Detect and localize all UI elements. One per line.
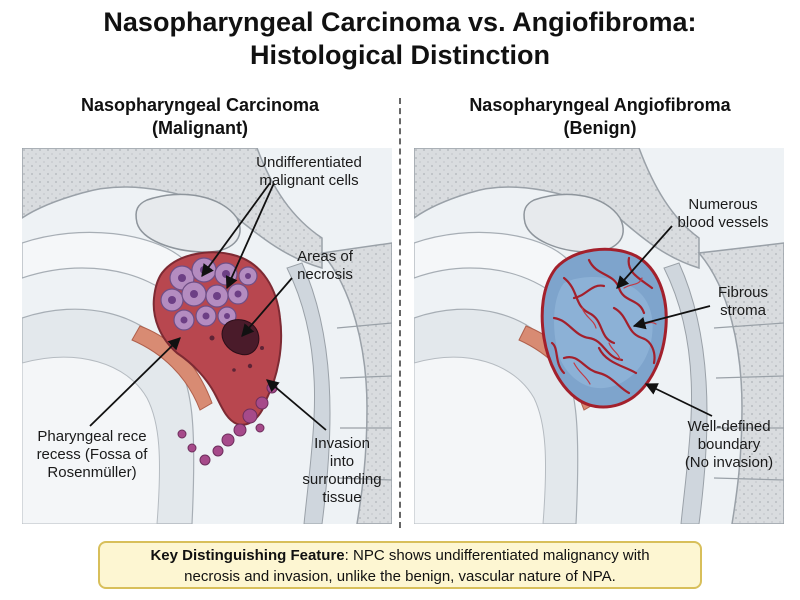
label-well-defined-boundary: Well-defined boundary (No invasion) — [676, 418, 782, 472]
label-pharyngeal-recess-line-1: Pharyngeal rece — [37, 428, 147, 445]
page-title: Nasopharyngeal Carcinoma vs. Angiofibrom… — [0, 6, 800, 72]
arrow-boundary — [644, 383, 713, 417]
label-invasion-line-4: tissue — [322, 489, 362, 506]
label-boundary-line-2: boundary — [697, 436, 761, 453]
label-blood-vessels-line-1: Numerous — [688, 196, 758, 213]
label-necrosis-line-1: Areas of — [297, 248, 353, 265]
label-invasion-line-2: into — [329, 453, 355, 470]
label-malignant-cells-line-2: malignant cells — [259, 172, 359, 189]
label-necrosis: Areas of necrosis — [280, 248, 370, 284]
arrow-cells-2 — [225, 182, 275, 290]
label-malignant-cells-line-1: Undifferentiated — [256, 154, 362, 171]
label-blood-vessels: Numerous blood vessels — [664, 196, 782, 232]
key-feature-text-2: necrosis and invasion, unlike the benign… — [184, 568, 616, 585]
vertebra-lines — [336, 322, 392, 481]
label-fibrous-stroma-line-2: stroma — [720, 302, 766, 319]
oral-cavity — [22, 356, 161, 524]
panel-divider — [399, 98, 401, 528]
arrow-recess — [89, 337, 181, 427]
key-feature-text-1: : NPC shows undifferentiated malignancy … — [344, 547, 650, 564]
npa-heading-line-1: Nasopharyngeal Angiofibroma — [469, 95, 731, 115]
label-malignant-cells: Undifferentiated malignant cells — [234, 154, 384, 190]
npa-panel: Numerous blood vessels Fibrous stroma We… — [414, 148, 784, 524]
npa-heading: Nasopharyngeal Angiofibroma (Benign) — [420, 94, 780, 140]
label-invasion: Invasion into surrounding tissue — [294, 435, 390, 507]
pharyngeal-wall — [286, 262, 331, 524]
vertebra-lines — [713, 322, 784, 481]
arrow-invasion — [266, 379, 327, 431]
npc-illustration — [22, 148, 392, 524]
title-line-1: Nasopharyngeal Carcinoma vs. Angiofibrom… — [103, 7, 697, 37]
npa-heading-line-2: (Benign) — [563, 118, 637, 138]
arrow-necrosis — [241, 277, 293, 337]
label-boundary-line-3: (No invasion) — [684, 454, 774, 471]
label-blood-vessels-line-2: blood vessels — [677, 214, 769, 231]
label-invasion-line-3: surrounding — [302, 471, 382, 488]
key-feature-line-1: Key Distinguishing Feature: NPC shows un… — [100, 545, 700, 566]
label-boundary-line-1: Well-defined — [687, 418, 771, 435]
blood-vessels — [550, 256, 656, 395]
cervical-spine — [320, 242, 392, 524]
npa-illustration — [414, 148, 784, 524]
arrow-stroma — [632, 305, 711, 330]
label-pharyngeal-recess-line-2: recess (Fossa of — [36, 446, 148, 463]
label-fibrous-stroma-line-1: Fibrous — [717, 284, 769, 301]
key-feature-label: Key Distinguishing Feature — [150, 547, 345, 564]
arrow-cells-1 — [201, 182, 271, 278]
title-line-2: Histological Distinction — [249, 40, 551, 70]
label-pharyngeal-recess-line-3: Rosenmüller) — [47, 464, 137, 481]
label-necrosis-line-2: necrosis — [297, 266, 353, 283]
npc-panel: Undifferentiated malignant cells Areas o… — [22, 148, 392, 524]
npc-heading: Nasopharyngeal Carcinoma (Malignant) — [30, 94, 370, 140]
cervical-spine — [697, 242, 784, 524]
npc-heading-line-1: Nasopharyngeal Carcinoma — [80, 95, 320, 115]
label-invasion-line-1: Invasion — [314, 435, 370, 452]
label-fibrous-stroma: Fibrous stroma — [704, 284, 782, 320]
necrosis-speckles — [209, 335, 264, 372]
key-feature-box: Key Distinguishing Feature: NPC shows un… — [98, 541, 702, 589]
npc-heading-line-2: (Malignant) — [152, 118, 248, 138]
oral-cavity — [414, 356, 547, 524]
label-pharyngeal-recess: Pharyngeal rece recess (Fossa of Rosenmü… — [22, 428, 162, 482]
arrow-vessels — [616, 225, 673, 289]
pharyngeal-wall — [663, 262, 708, 524]
